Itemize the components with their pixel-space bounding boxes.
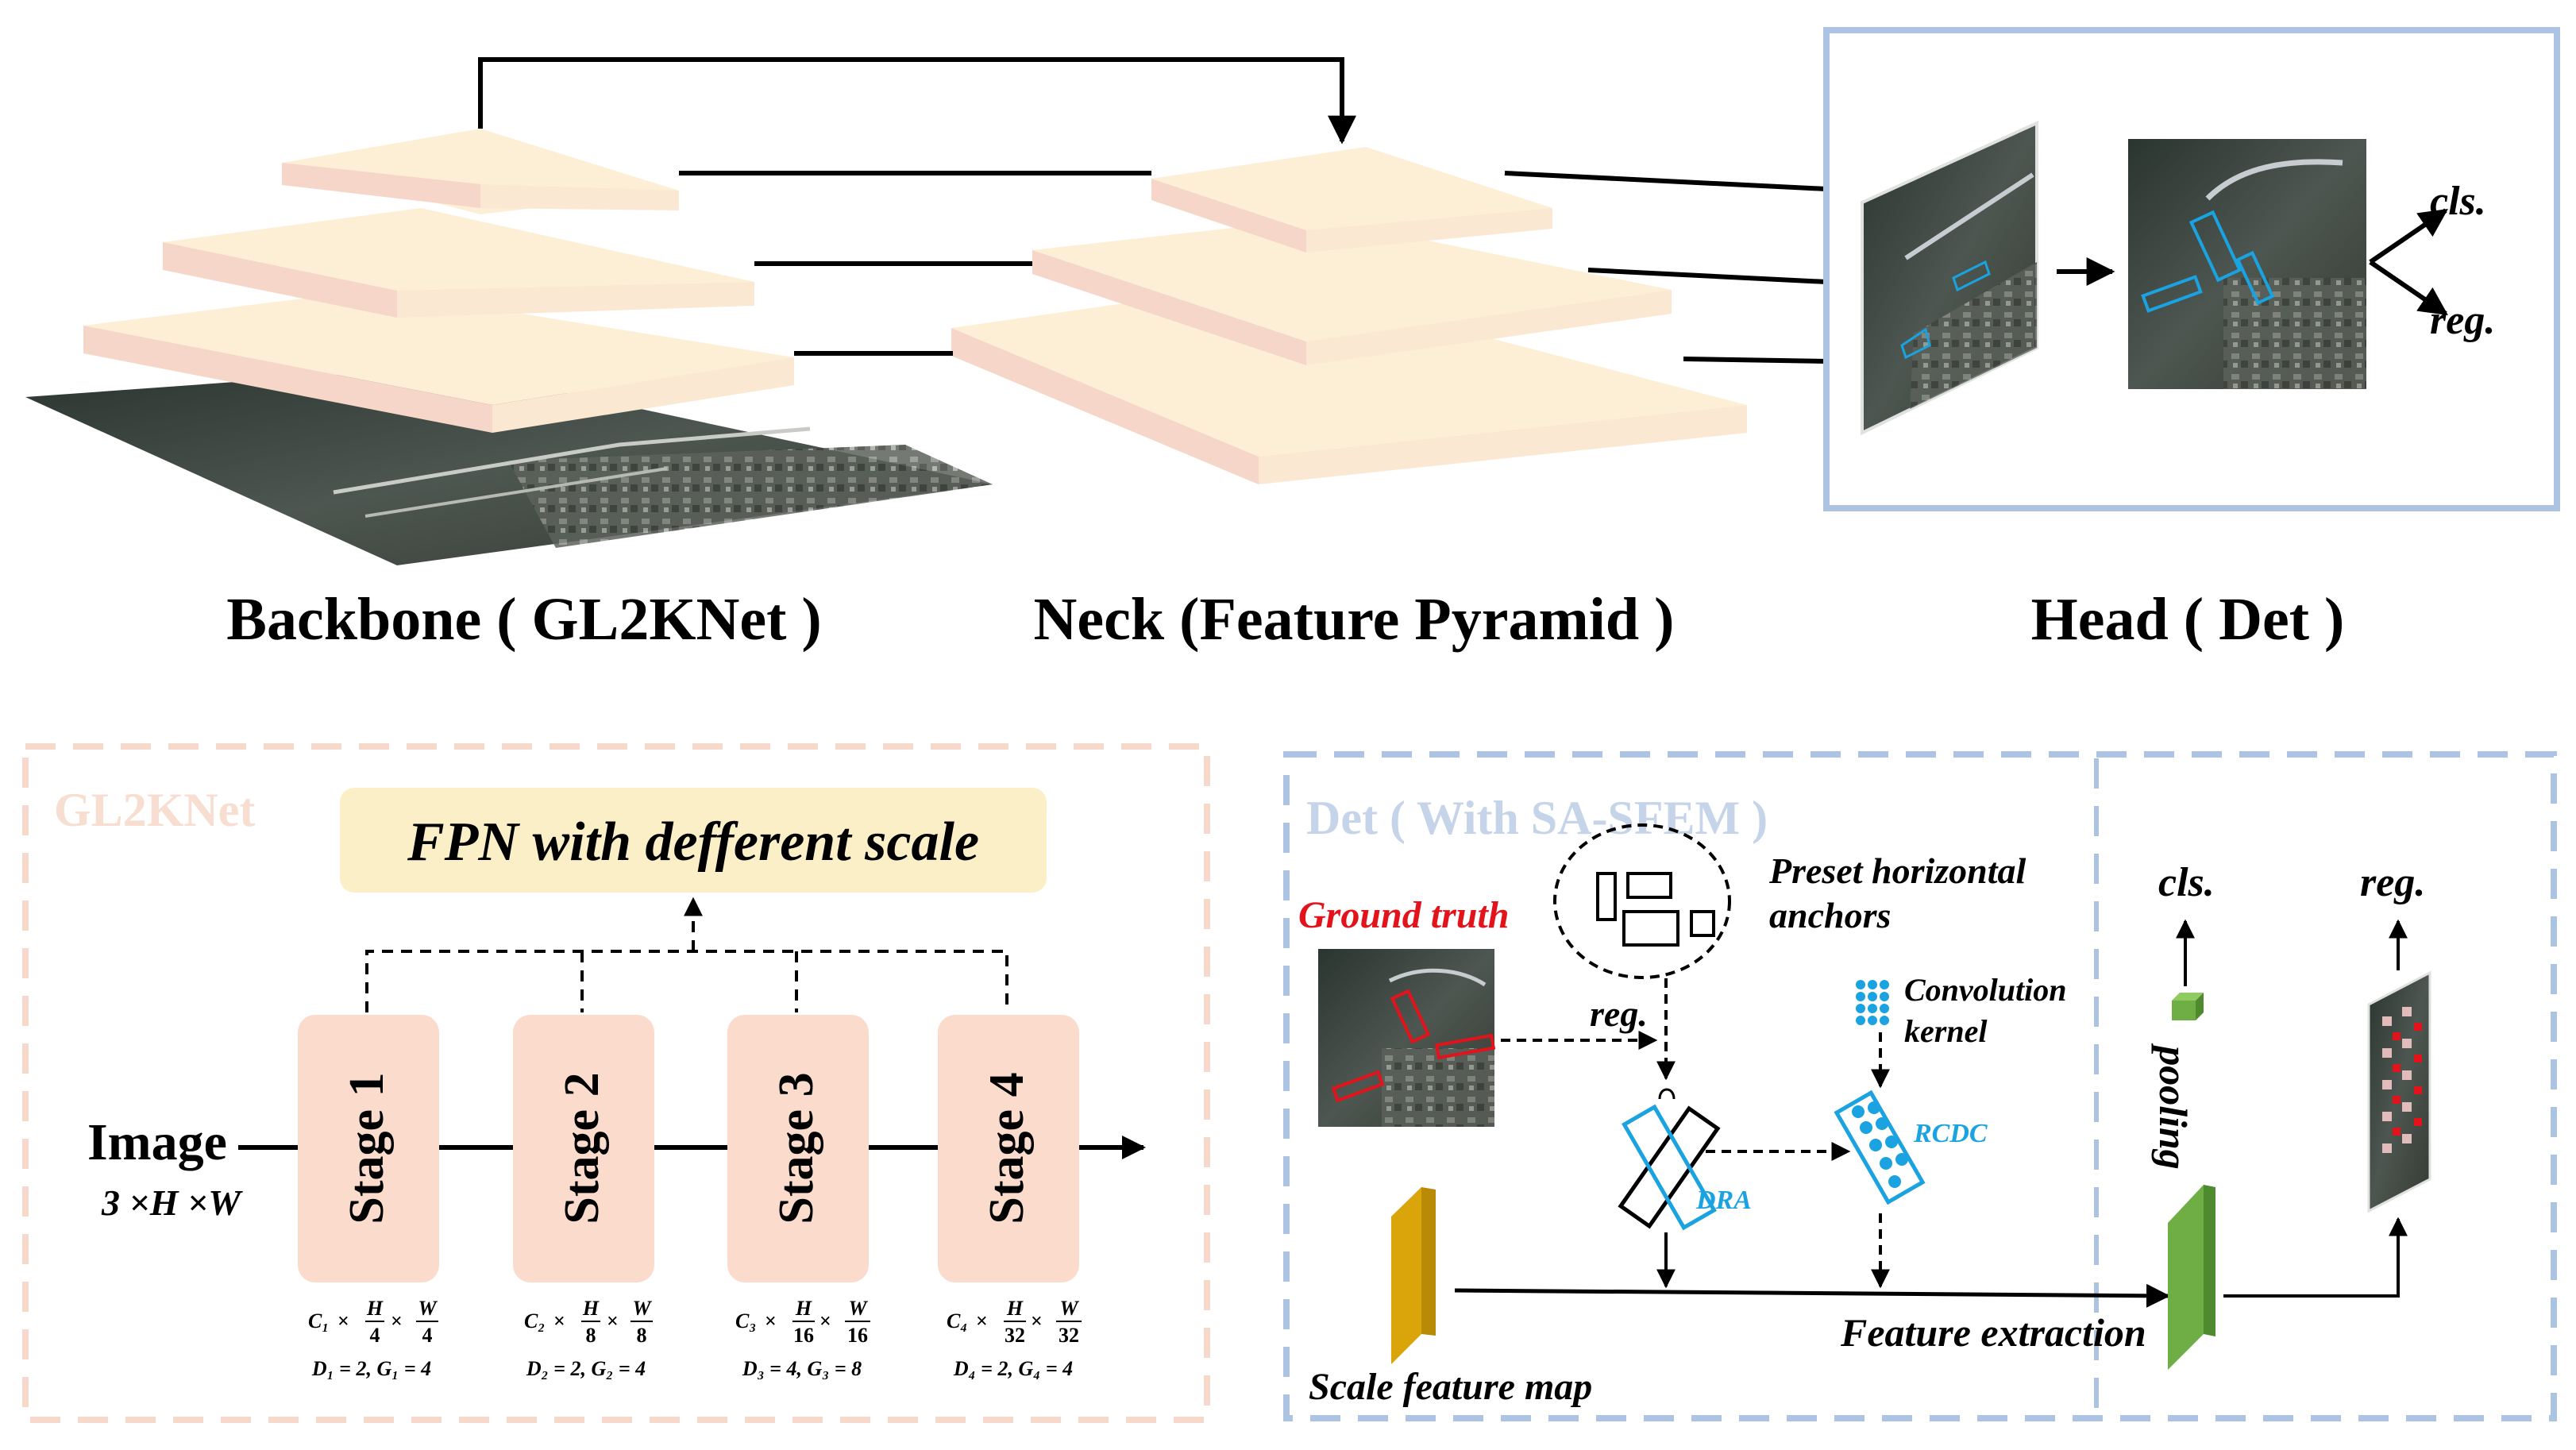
conv-kernel-label-line2: kernel bbox=[1904, 1013, 1988, 1049]
svg-text:×: × bbox=[819, 1309, 831, 1332]
rcdc-symbol bbox=[1834, 1089, 1926, 1205]
backbone-title: Backbone ( GL2KNet ) bbox=[226, 586, 821, 653]
svg-text:C₃: C₃ bbox=[735, 1309, 756, 1332]
gl2knet-panel-title: GL2KNet bbox=[54, 784, 255, 836]
gt-reg-label: reg. bbox=[1590, 993, 1648, 1034]
det-panel bbox=[1283, 751, 2557, 1421]
neck-layer-2 bbox=[1032, 218, 1672, 365]
head-output-image bbox=[2128, 139, 2366, 389]
head-cls-label: cls. bbox=[2430, 179, 2486, 224]
svg-text:×: × bbox=[1031, 1309, 1043, 1332]
svg-text:C₄: C₄ bbox=[947, 1309, 967, 1332]
det-reg-label: reg. bbox=[2360, 860, 2425, 905]
neck-to-head-connectors bbox=[1504, 171, 1827, 364]
svg-text:×: × bbox=[337, 1309, 349, 1332]
stage-2-dims: C₂ × H 8 × W 8 D₂ = 2, G₂ = 4 bbox=[524, 1297, 653, 1380]
feature-extraction-label: Feature extraction bbox=[1840, 1310, 2146, 1355]
dra-symbol bbox=[1618, 1088, 1721, 1231]
reg-output-image bbox=[2367, 970, 2431, 1213]
neck-layer-1 bbox=[1151, 147, 1552, 253]
rcdc-label: RCDC bbox=[1913, 1119, 1988, 1148]
svg-text:H: H bbox=[1006, 1297, 1024, 1320]
feature-extraction-line bbox=[1454, 1283, 2170, 1308]
svg-text:32: 32 bbox=[1059, 1324, 1079, 1347]
fpn-box bbox=[340, 788, 1047, 893]
svg-text:32: 32 bbox=[1005, 1324, 1025, 1347]
svg-text:16: 16 bbox=[793, 1324, 814, 1347]
image-input-label: Image bbox=[87, 1113, 227, 1171]
scale-feature-map bbox=[1391, 1187, 1436, 1364]
gl2knet-panel bbox=[22, 743, 1210, 1423]
backbone-layer-1 bbox=[282, 129, 679, 214]
neck-title: Neck (Feature Pyramid ) bbox=[1034, 586, 1675, 653]
svg-text:8: 8 bbox=[586, 1324, 596, 1347]
svg-text:×: × bbox=[391, 1309, 403, 1332]
det-panel-title: Det ( With SA-SFEM ) bbox=[1306, 792, 1768, 844]
svg-text:8: 8 bbox=[637, 1324, 647, 1347]
stage-3-block: Stage 3 bbox=[727, 1015, 869, 1282]
svg-text:D₄ = 2, G₄ = 4: D₄ = 2, G₄ = 4 bbox=[953, 1357, 1073, 1380]
ground-truth-label: Ground truth bbox=[1298, 894, 1509, 936]
head-output-arrows bbox=[2369, 208, 2448, 316]
stage-1-dims: C₁ × H 4 × W 4 D₁ = 2, G₁ = 4 bbox=[308, 1297, 438, 1380]
stage-2-label: Stage 2 bbox=[555, 1072, 609, 1224]
svg-text:W: W bbox=[418, 1297, 438, 1320]
stage-2-block: Stage 2 bbox=[513, 1015, 654, 1282]
svg-text:W: W bbox=[848, 1297, 868, 1320]
pooled-to-reg-arrow bbox=[2223, 1217, 2408, 1298]
preset-anchors-ellipse bbox=[1553, 823, 1731, 979]
preset-anchors-label-line2: anchors bbox=[1769, 895, 1891, 935]
pooled-feature-map bbox=[2168, 1185, 2215, 1370]
preset-anchors-label-line1: Preset horizontal bbox=[1768, 850, 2026, 891]
scale-feature-map-label: Scale feature map bbox=[1309, 1366, 1592, 1408]
neck-layer-3 bbox=[951, 282, 1747, 484]
head-reg-label: reg. bbox=[2430, 298, 2495, 343]
head-input-image bbox=[1861, 120, 2038, 436]
dra-label: DRA bbox=[1695, 1186, 1752, 1215]
head-det-box bbox=[1823, 27, 2560, 511]
stage-4-dims: C₄ × H 32 × W 32 D₄ = 2, G₄ = 4 bbox=[947, 1297, 1082, 1380]
stage-1-block: Stage 1 bbox=[298, 1015, 439, 1282]
svg-text:×: × bbox=[553, 1309, 565, 1332]
pooling-label: pooling bbox=[2151, 1043, 2196, 1170]
convolution-kernel-icon bbox=[1856, 980, 1889, 1025]
conv-kernel-label-line1: Convolution bbox=[1904, 972, 2067, 1008]
backbone-layer-3 bbox=[83, 290, 794, 433]
svg-text:D₂ = 2, G₂ = 4: D₂ = 2, G₂ = 4 bbox=[526, 1357, 646, 1380]
svg-text:C₁: C₁ bbox=[308, 1309, 329, 1332]
fpn-label: FPN with defferent scale bbox=[407, 812, 979, 873]
cls-feature-cube bbox=[2172, 993, 2204, 1020]
stage-1-label: Stage 1 bbox=[340, 1072, 394, 1224]
stage-3-label: Stage 3 bbox=[769, 1072, 823, 1224]
backbone-to-neck-connectors bbox=[478, 57, 1356, 356]
stage-4-label: Stage 4 bbox=[980, 1072, 1034, 1224]
svg-text:×: × bbox=[976, 1309, 988, 1332]
fpn-dashed-connectors bbox=[365, 897, 1008, 1012]
svg-text:D₁ = 2, G₁ = 4: D₁ = 2, G₁ = 4 bbox=[311, 1357, 431, 1380]
svg-text:C₂: C₂ bbox=[524, 1309, 545, 1332]
backbone-satellite-image bbox=[25, 367, 993, 565]
svg-text:×: × bbox=[765, 1309, 777, 1332]
svg-text:W: W bbox=[632, 1297, 652, 1320]
svg-text:×: × bbox=[607, 1309, 619, 1332]
svg-text:W: W bbox=[1059, 1297, 1079, 1320]
svg-text:4: 4 bbox=[370, 1324, 380, 1347]
svg-text:D₃ = 4, G₃ = 8: D₃ = 4, G₃ = 8 bbox=[742, 1357, 862, 1380]
svg-text:H: H bbox=[366, 1297, 384, 1320]
stage-3-dims: C₃ × H 16 × W 16 D₃ = 4, G₃ = 8 bbox=[735, 1297, 870, 1380]
det-cls-label: cls. bbox=[2158, 860, 2215, 905]
image-input-shape: 3 ×H ×W bbox=[101, 1182, 243, 1223]
svg-text:16: 16 bbox=[847, 1324, 868, 1347]
head-title: Head ( Det ) bbox=[2031, 586, 2345, 653]
svg-text:4: 4 bbox=[422, 1324, 433, 1347]
ground-truth-image bbox=[1318, 949, 1496, 1127]
backbone-layer-2 bbox=[163, 208, 754, 318]
stage-4-block: Stage 4 bbox=[938, 1015, 1079, 1282]
svg-text:H: H bbox=[582, 1297, 600, 1320]
svg-text:H: H bbox=[795, 1297, 812, 1320]
